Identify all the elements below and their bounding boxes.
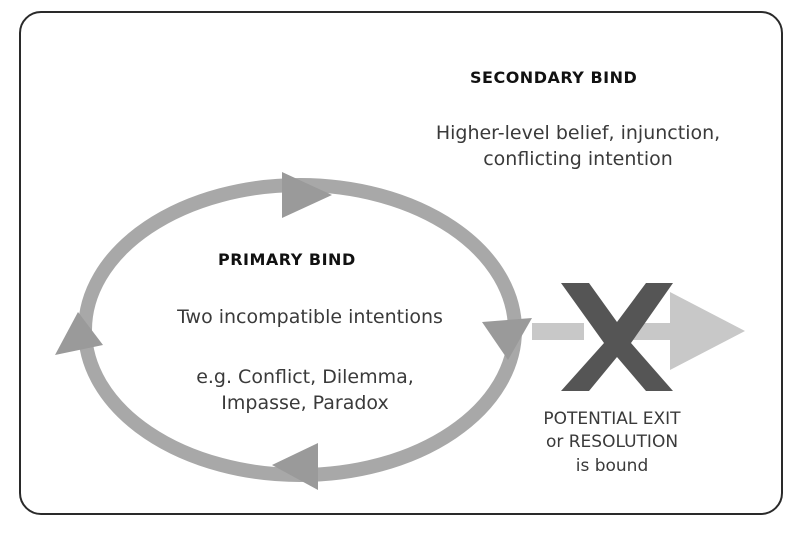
loop-arrowhead-right-icon [482,318,532,360]
secondary-bind-line-2: conflicting intention [483,148,673,170]
primary-bind-title: PRIMARY BIND [218,250,356,269]
secondary-bind-title: SECONDARY BIND [470,68,638,87]
primary-bind-example-line-2: Impasse, Paradox [221,392,389,414]
exit-label-line-2: or RESOLUTION [545,432,679,452]
exit-arrow-segment-2 [632,323,676,340]
exit-label-line-1: POTENTIAL EXIT [543,409,681,429]
primary-bind-description: Two incompatible intentions [177,306,443,328]
diagram-frame [19,11,783,515]
primary-bind-loop [78,178,522,482]
exit-arrow-segment-1 [532,323,584,340]
exit-arrowhead-icon [670,292,745,370]
blocking-cross-icon [561,283,673,391]
loop-arrowhead-left-icon [55,312,103,355]
exit-label-line-3: is bound [575,456,649,476]
loop-arrowhead-bottom-icon [272,443,318,490]
primary-bind-example-line-1: e.g. Conflict, Dilemma, [196,366,414,388]
loop-arrowhead-top-icon [282,172,332,218]
secondary-bind-line-1: Higher-level belief, injunction, [435,122,721,144]
